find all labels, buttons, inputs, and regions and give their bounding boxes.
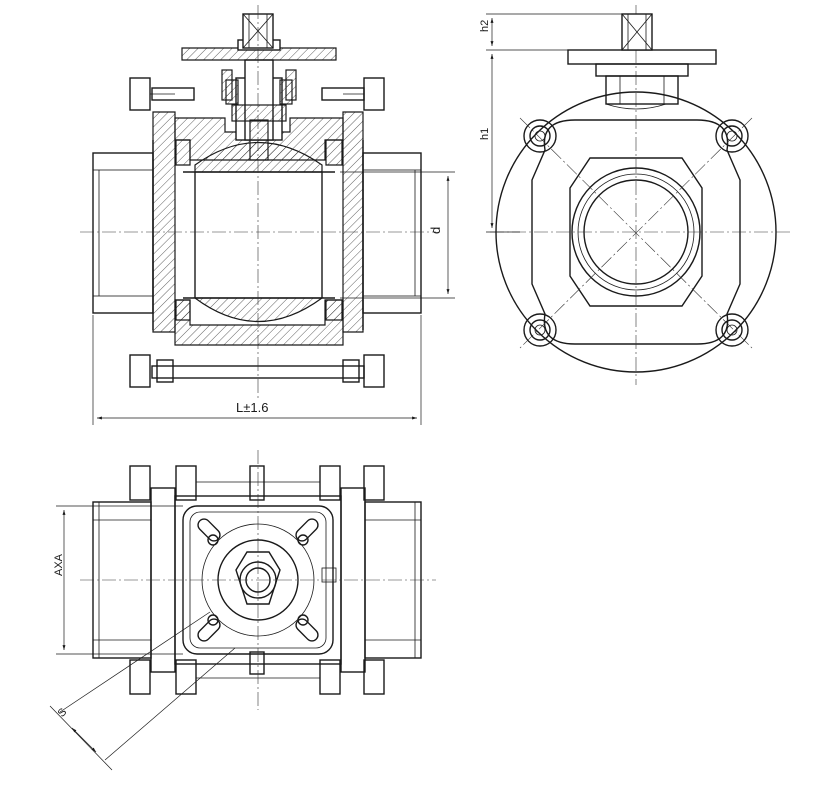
ball-lower: [193, 297, 324, 322]
side-mounting-pad: [567, 49, 717, 65]
iso-mounting-pad: [181, 47, 337, 61]
h2-label: h2: [479, 20, 491, 32]
length-label: L±1.6: [236, 400, 268, 415]
front-section-view: d L±1.6: [80, 5, 455, 425]
square-label: AXA: [53, 553, 65, 576]
h1-label: h1: [479, 128, 491, 140]
top-view: AXA S: [49, 450, 436, 771]
stem-flat-label: S: [56, 706, 70, 720]
bolt-head-bottom-left: [129, 354, 151, 388]
bolt-head-bottom-right: [363, 354, 385, 388]
bolt-head-top-right: [363, 77, 385, 111]
right-end-cap: [362, 152, 422, 314]
bore-label: d: [428, 227, 443, 234]
bolt-head-top-left: [129, 77, 151, 111]
bolt-bottom-right: [715, 313, 749, 347]
bolt-bottom-left: [523, 313, 557, 347]
left-end-cap: [92, 152, 154, 314]
side-view: h2 h1: [479, 5, 790, 385]
bolt-top-right: [715, 119, 749, 153]
bolt-top-left: [523, 119, 557, 153]
